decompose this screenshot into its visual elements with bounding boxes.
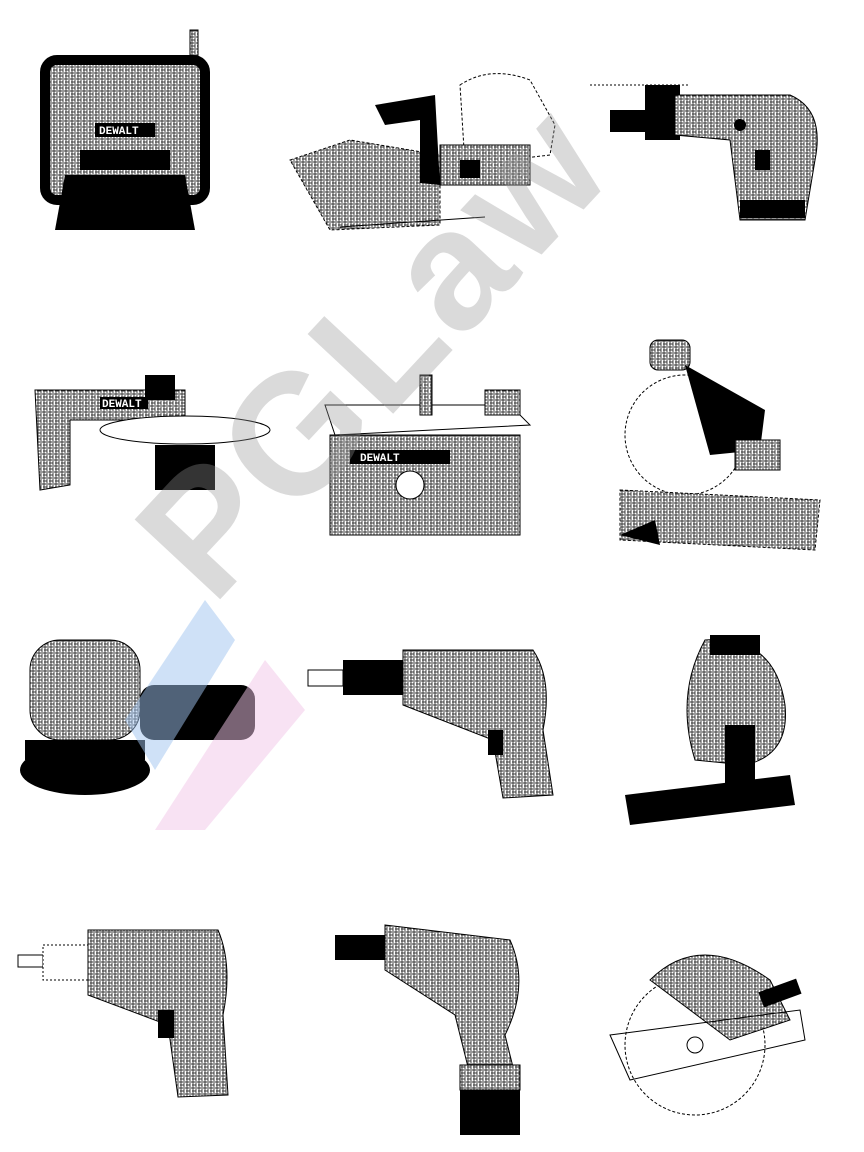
table-saw-illustration: DEWALT <box>310 374 540 536</box>
rotary-hammer-illustration <box>590 80 830 221</box>
brand-label: DEWALT <box>360 453 400 465</box>
drywall-screwdriver-illustration <box>307 649 558 800</box>
watermark-logo-icon <box>115 600 305 830</box>
corded-drill-illustration <box>17 925 233 1100</box>
scroll-saw-illustration: DEWALT <box>25 375 271 500</box>
cordless-drill-illustration <box>335 924 530 1135</box>
biscuit-joiner-illustration <box>289 65 560 240</box>
circular-saw-illustration <box>609 940 810 1120</box>
brand-label: DEWALT <box>99 126 139 138</box>
planer-illustration: DEWALT <box>35 29 215 235</box>
miter-saw-illustration <box>615 339 825 551</box>
brand-label: DEWALT <box>102 399 142 411</box>
chop-saw-illustration <box>625 635 805 825</box>
